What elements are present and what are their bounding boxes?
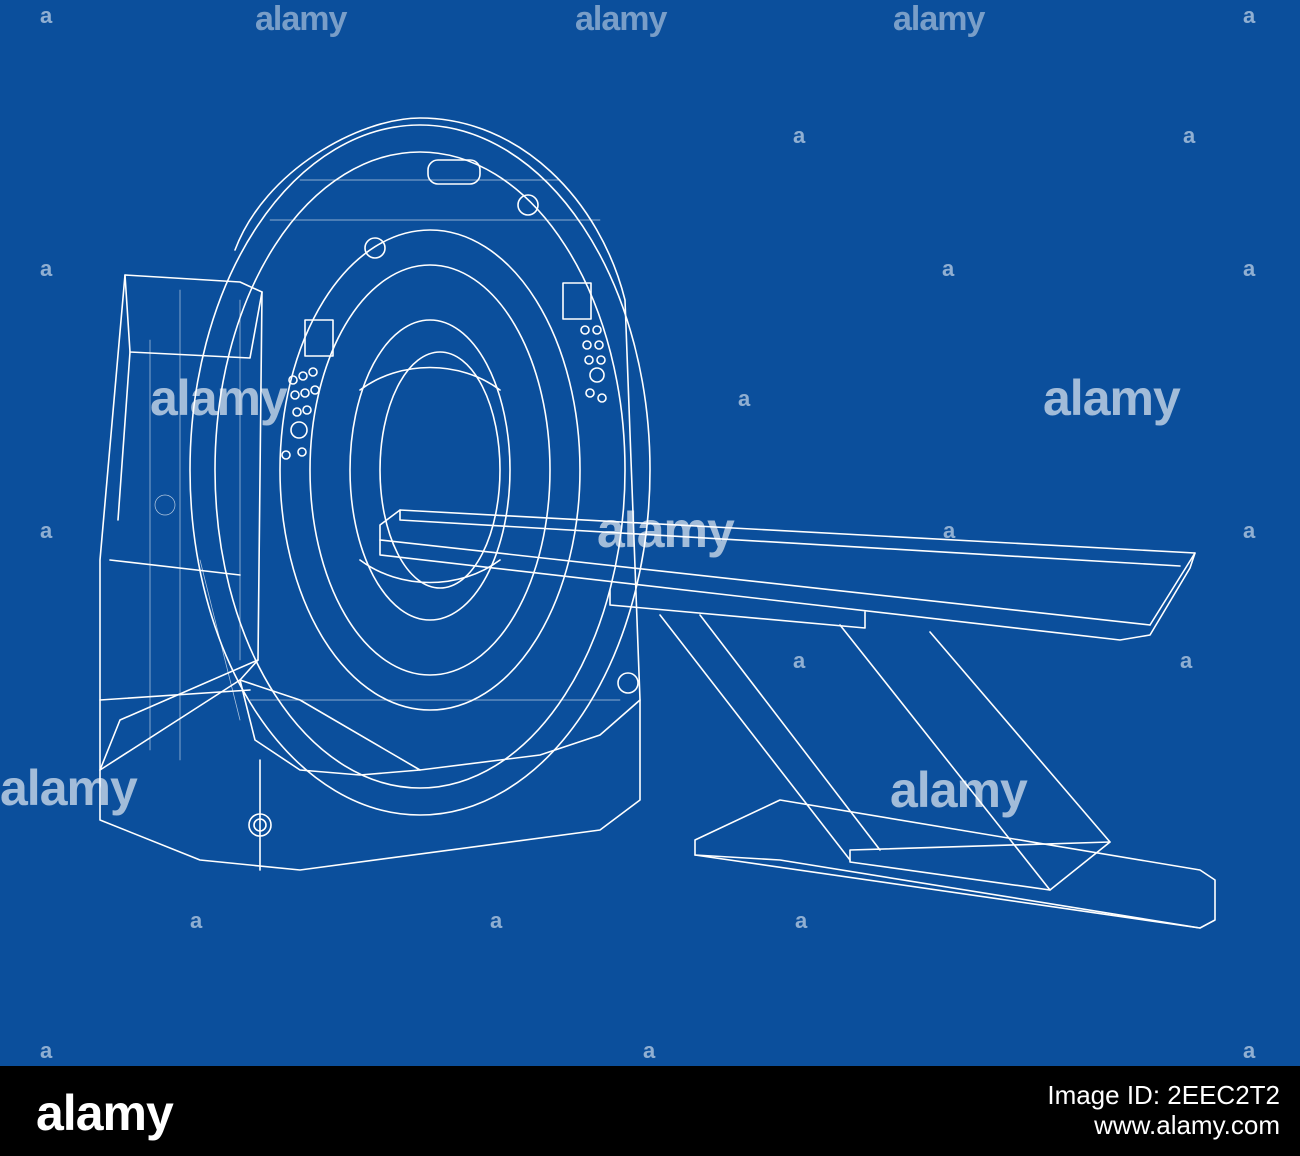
watermark-mark: a <box>1183 123 1195 148</box>
blueprint-canvas: alamy alamy alamy alamy alamy alamy alam… <box>0 0 1256 1063</box>
watermark-mark: a <box>1243 518 1255 543</box>
watermark-mark: a <box>795 908 807 933</box>
watermark-top: alamy <box>575 0 667 38</box>
watermark-mark: a <box>943 518 955 543</box>
gantry-detail-lines <box>149 179 621 761</box>
watermark-brand: alamy <box>1043 370 1181 426</box>
watermark-mark: a <box>40 1038 52 1063</box>
watermark-brand: alamy <box>0 760 138 816</box>
patient-table <box>379 509 1216 929</box>
site-url: www.alamy.com <box>1094 1110 1280 1140</box>
ct-scanner-wireframe <box>99 117 1216 929</box>
watermark-brand: alamy <box>890 762 1028 818</box>
watermark-top: alamy <box>893 0 985 38</box>
watermark-mark: a <box>793 123 805 148</box>
image-id: Image ID: 2EEC2T2 <box>1047 1080 1280 1110</box>
watermark-mark: a <box>793 648 805 673</box>
watermark-mark: a <box>1243 256 1255 281</box>
watermark-mark: a <box>190 908 202 933</box>
watermark-mark: a <box>40 518 52 543</box>
watermark-mark: a <box>942 256 954 281</box>
footer-bar: alamy Image ID: 2EEC2T2 www.alamy.com <box>0 1066 1300 1156</box>
gantry-body <box>99 117 651 871</box>
watermark-mark: a <box>643 1038 655 1063</box>
watermark-top: alamy <box>255 0 347 38</box>
footer-meta: Image ID: 2EEC2T2 www.alamy.com <box>1047 1080 1280 1140</box>
watermark-mark: a <box>1243 3 1255 28</box>
watermark-brand: alamy <box>597 502 735 558</box>
watermark-mark: a <box>40 256 52 281</box>
watermark-mark: a <box>738 386 750 411</box>
watermark-brand: alamy <box>150 370 288 426</box>
footer-brand-logo: alamy <box>36 1085 174 1141</box>
watermark-mark: a <box>490 908 502 933</box>
watermark-mark: a <box>1243 1038 1255 1063</box>
watermark-mark: a <box>40 3 52 28</box>
watermark-mark: a <box>1180 648 1192 673</box>
